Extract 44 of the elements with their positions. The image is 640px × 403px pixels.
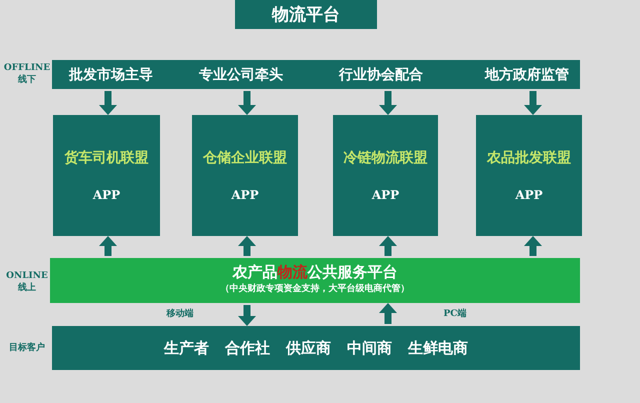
arrow <box>238 236 256 256</box>
customer-type: 生鲜电商 <box>408 338 468 358</box>
band-heading: 批发市场主导 <box>52 60 170 89</box>
side-label: ONLINE <box>5 271 49 282</box>
arrow <box>524 236 542 256</box>
alliance-name: 冷链物流联盟 <box>342 149 428 167</box>
alliance-box <box>333 115 438 236</box>
customer-type: 供应商 <box>286 338 331 358</box>
customer-type: 生产者 <box>164 338 209 358</box>
alliance-box <box>53 115 160 236</box>
arrow <box>238 305 256 326</box>
channel-label: 移动端 <box>165 309 194 320</box>
platform-subtitle: （中央财政专项资金支持，大平台级电商代管） <box>220 283 410 295</box>
arrow <box>238 91 256 115</box>
band-heading: 行业协会配合 <box>322 60 440 89</box>
side-label: 线上 <box>16 283 37 294</box>
alliance-name: 货车司机联盟 <box>64 149 150 167</box>
alliance-box <box>192 115 298 236</box>
arrow <box>99 236 117 256</box>
alliance-box <box>476 115 582 236</box>
band-heading: 地方政府监管 <box>468 60 586 89</box>
header-band <box>52 60 580 89</box>
arrow <box>379 303 397 324</box>
channel-label: PC端 <box>442 309 468 320</box>
platform-title: 农产品物流公共服务平台 <box>231 263 398 281</box>
app-label: APP <box>230 188 260 202</box>
customer-type: 合作社 <box>225 338 270 358</box>
app-label: APP <box>514 188 544 202</box>
side-label: 线下 <box>16 75 37 86</box>
customer-band <box>52 326 580 370</box>
arrow <box>99 91 117 115</box>
alliance-name: 仓储企业联盟 <box>202 149 288 167</box>
arrow <box>379 236 397 256</box>
side-label: 目标客户 <box>8 343 46 354</box>
side-label: OFFLINE <box>2 63 52 74</box>
band-heading: 专业公司牵头 <box>182 60 300 89</box>
customer-type: 中间商 <box>347 338 392 358</box>
app-label: APP <box>370 188 400 202</box>
arrow <box>379 91 397 115</box>
platform-band <box>50 258 580 303</box>
arrow <box>524 91 542 115</box>
title-banner: 物流平台 <box>235 0 377 29</box>
alliance-name: 农品批发联盟 <box>486 149 572 167</box>
app-label: APP <box>92 188 122 202</box>
